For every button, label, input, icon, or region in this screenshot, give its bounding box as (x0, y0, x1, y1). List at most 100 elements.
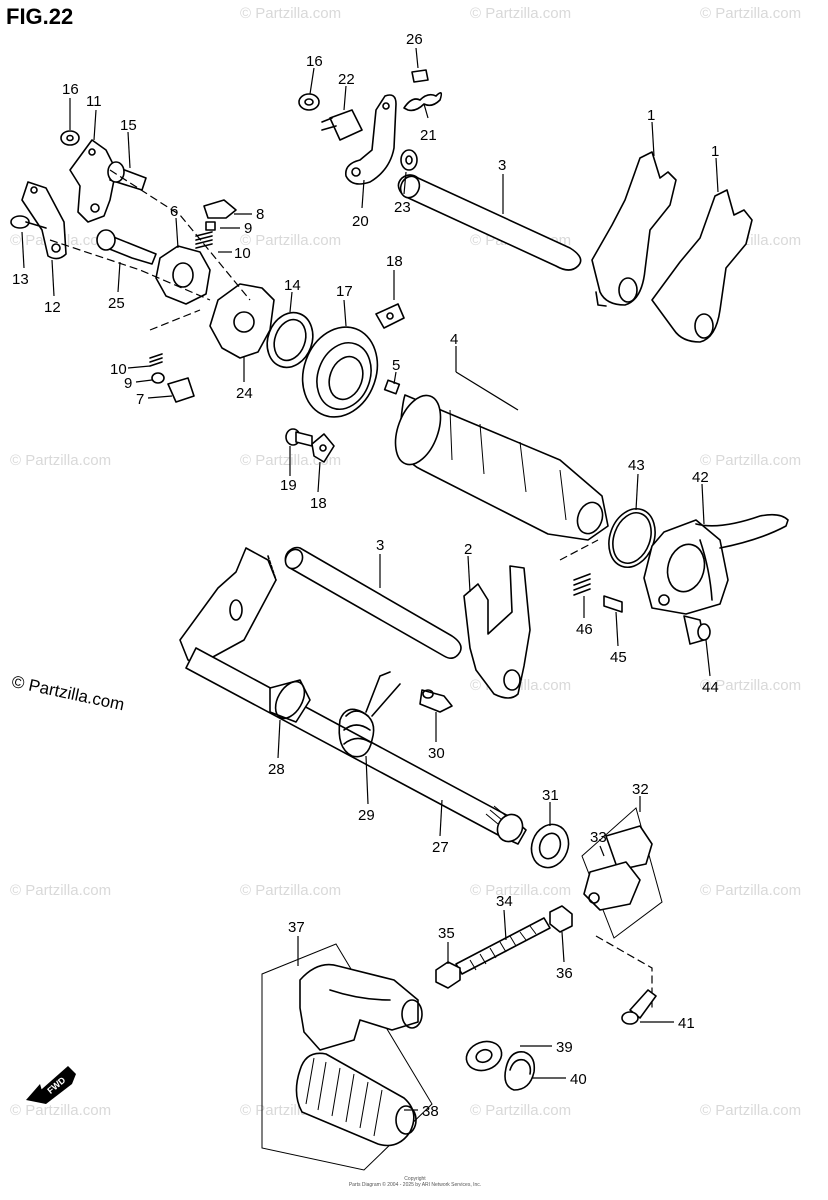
watermark: © Partzilla.com (240, 232, 341, 249)
stopper-plate-11 (69, 139, 117, 223)
washer-23 (400, 149, 418, 171)
callout-15: 15 (120, 117, 137, 134)
callout-27: 27 (432, 839, 449, 856)
watermark: © Partzilla.com (470, 5, 571, 22)
lever-box-32 (581, 807, 663, 939)
washer-16-left (60, 130, 80, 146)
bolt-22 (321, 109, 363, 141)
plate-20 (344, 94, 397, 185)
dashed-guide-drum (559, 539, 599, 561)
callout-4: 4 (450, 331, 458, 348)
gearshift-cam-drum-4 (394, 394, 609, 541)
callout-9-lower: 9 (124, 375, 132, 392)
shift-fork-right (651, 189, 753, 343)
pin-15 (107, 161, 147, 191)
callout-39: 39 (556, 1039, 573, 1056)
callout-16: 16 (306, 53, 323, 70)
callout-2: 2 (464, 541, 472, 558)
callout-16-left: 16 (62, 81, 79, 98)
footer-line: Parts Diagram © 2004 - 2025 by ARI Netwo… (348, 1182, 482, 1188)
callout-18-upper: 18 (386, 253, 403, 270)
callout-19: 19 (280, 477, 297, 494)
bolt-25 (96, 229, 157, 265)
spring-10-upper (195, 231, 213, 249)
shift-fork-shaft-lower (284, 546, 462, 660)
watermark: © Partzilla.com (700, 677, 801, 694)
watermark: © Partzilla.com (700, 5, 801, 22)
leader-lines (21, 47, 719, 1111)
watermark: © Partzilla.com (470, 1102, 571, 1119)
watermark: © Partzilla.com (700, 452, 801, 469)
bolt-44 (683, 615, 711, 645)
lever-33 (583, 825, 653, 911)
callout-6: 6 (170, 203, 178, 220)
callout-8: 8 (256, 206, 264, 223)
spring-21 (403, 92, 443, 112)
pin-9-lower (151, 372, 165, 384)
watermark: © Partzilla.com (470, 882, 571, 899)
nut-16-upper (298, 93, 320, 111)
callout-3-upper: 3 (498, 157, 506, 174)
callout-40: 40 (570, 1071, 587, 1088)
callout-43: 43 (628, 457, 645, 474)
watermark: © Partzilla.com (240, 5, 341, 22)
callout-10-lower: 10 (110, 361, 127, 378)
callout-1-right-fork: 1 (711, 143, 719, 160)
callout-11: 11 (86, 93, 102, 110)
pawl-7 (167, 377, 195, 403)
callout-24: 24 (236, 385, 253, 402)
return-spring-29 (338, 671, 401, 758)
bolt-30 (419, 689, 453, 713)
watermark: © Partzilla.com (700, 882, 801, 899)
screw-26 (411, 69, 429, 83)
pin-5 (383, 379, 401, 395)
callout-46: 46 (576, 621, 593, 638)
watermark: © Partzilla.com (700, 1102, 801, 1119)
oil-seal-31 (530, 823, 570, 869)
pin-45 (603, 595, 623, 613)
footer: Copyright Parts Diagram © 2004 - 2025 by… (340, 1176, 490, 1188)
sensor-housing-42 (643, 513, 789, 615)
callout-7: 7 (136, 391, 144, 408)
callout-14: 14 (284, 277, 301, 294)
shift-fork-2 (463, 565, 531, 699)
callout-45: 45 (610, 649, 627, 666)
callout-3-lower: 3 (376, 537, 384, 554)
plate-18-upper (375, 303, 405, 329)
plate-12 (21, 181, 67, 260)
callout-13: 13 (12, 271, 29, 288)
callout-38: 38 (422, 1103, 439, 1120)
callout-1-left-fork: 1 (647, 107, 655, 124)
callout-23: 23 (394, 199, 411, 216)
callout-30: 30 (428, 745, 445, 762)
dashed-guide-lever (595, 935, 653, 1010)
pin-9-upper (205, 221, 216, 231)
bolt-41 (621, 989, 657, 1025)
callout-26: 26 (406, 31, 423, 48)
callout-41: 41 (678, 1015, 695, 1032)
callout-34: 34 (496, 893, 513, 910)
callout-29: 29 (358, 807, 375, 824)
callout-9-upper: 9 (244, 220, 252, 237)
callout-25: 25 (108, 295, 125, 312)
callout-28: 28 (268, 761, 285, 778)
plate-18-lower (311, 433, 335, 463)
callout-37: 37 (288, 919, 305, 936)
fwd-direction-badge: FWD (26, 1066, 76, 1104)
callout-22: 22 (338, 71, 355, 88)
shift-fork-left (591, 151, 677, 307)
rod-34 (455, 917, 551, 975)
callout-21: 21 (420, 127, 437, 144)
bolt-19 (285, 428, 313, 447)
shift-lever-37 (299, 963, 423, 1051)
dashed-guide-upper (49, 169, 251, 331)
callout-12: 12 (44, 299, 61, 316)
callout-36: 36 (556, 965, 573, 982)
clip-40 (504, 1051, 536, 1091)
callout-17: 17 (336, 283, 353, 300)
callout-33: 33 (590, 829, 607, 846)
rubber-boot-38 (295, 1052, 417, 1147)
cam-driven-gear-6 (155, 245, 211, 305)
watermark: © Partzilla.com (10, 452, 111, 469)
